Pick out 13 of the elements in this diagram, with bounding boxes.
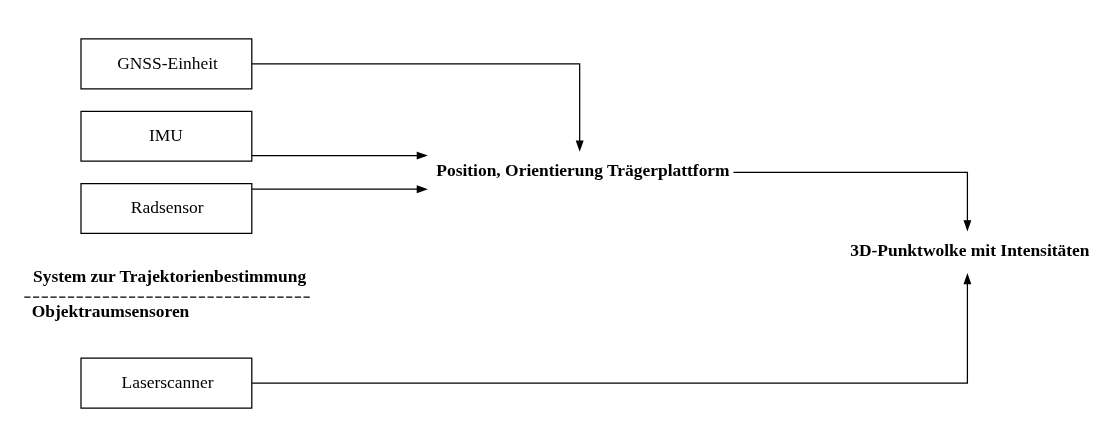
arrow: [251, 62, 584, 152]
node-text: 3D-Punktwolke mit Intensitäten: [850, 239, 1090, 260]
label: System zur Trajektorienbestimmung: [33, 265, 307, 286]
arrow: [732, 171, 972, 231]
arrow: [251, 272, 972, 384]
label: Objektraumsensoren: [31, 300, 190, 321]
node-box: GNSS-Einheit: [80, 37, 253, 89]
node-box: Radsensor: [80, 182, 253, 234]
node-text: Position, Orientierung Trägerplattform: [436, 159, 730, 180]
node-box: Laserscanner: [80, 357, 253, 409]
node-box: IMU: [80, 110, 253, 162]
arrow: [251, 151, 428, 159]
arrow: [251, 184, 428, 193]
